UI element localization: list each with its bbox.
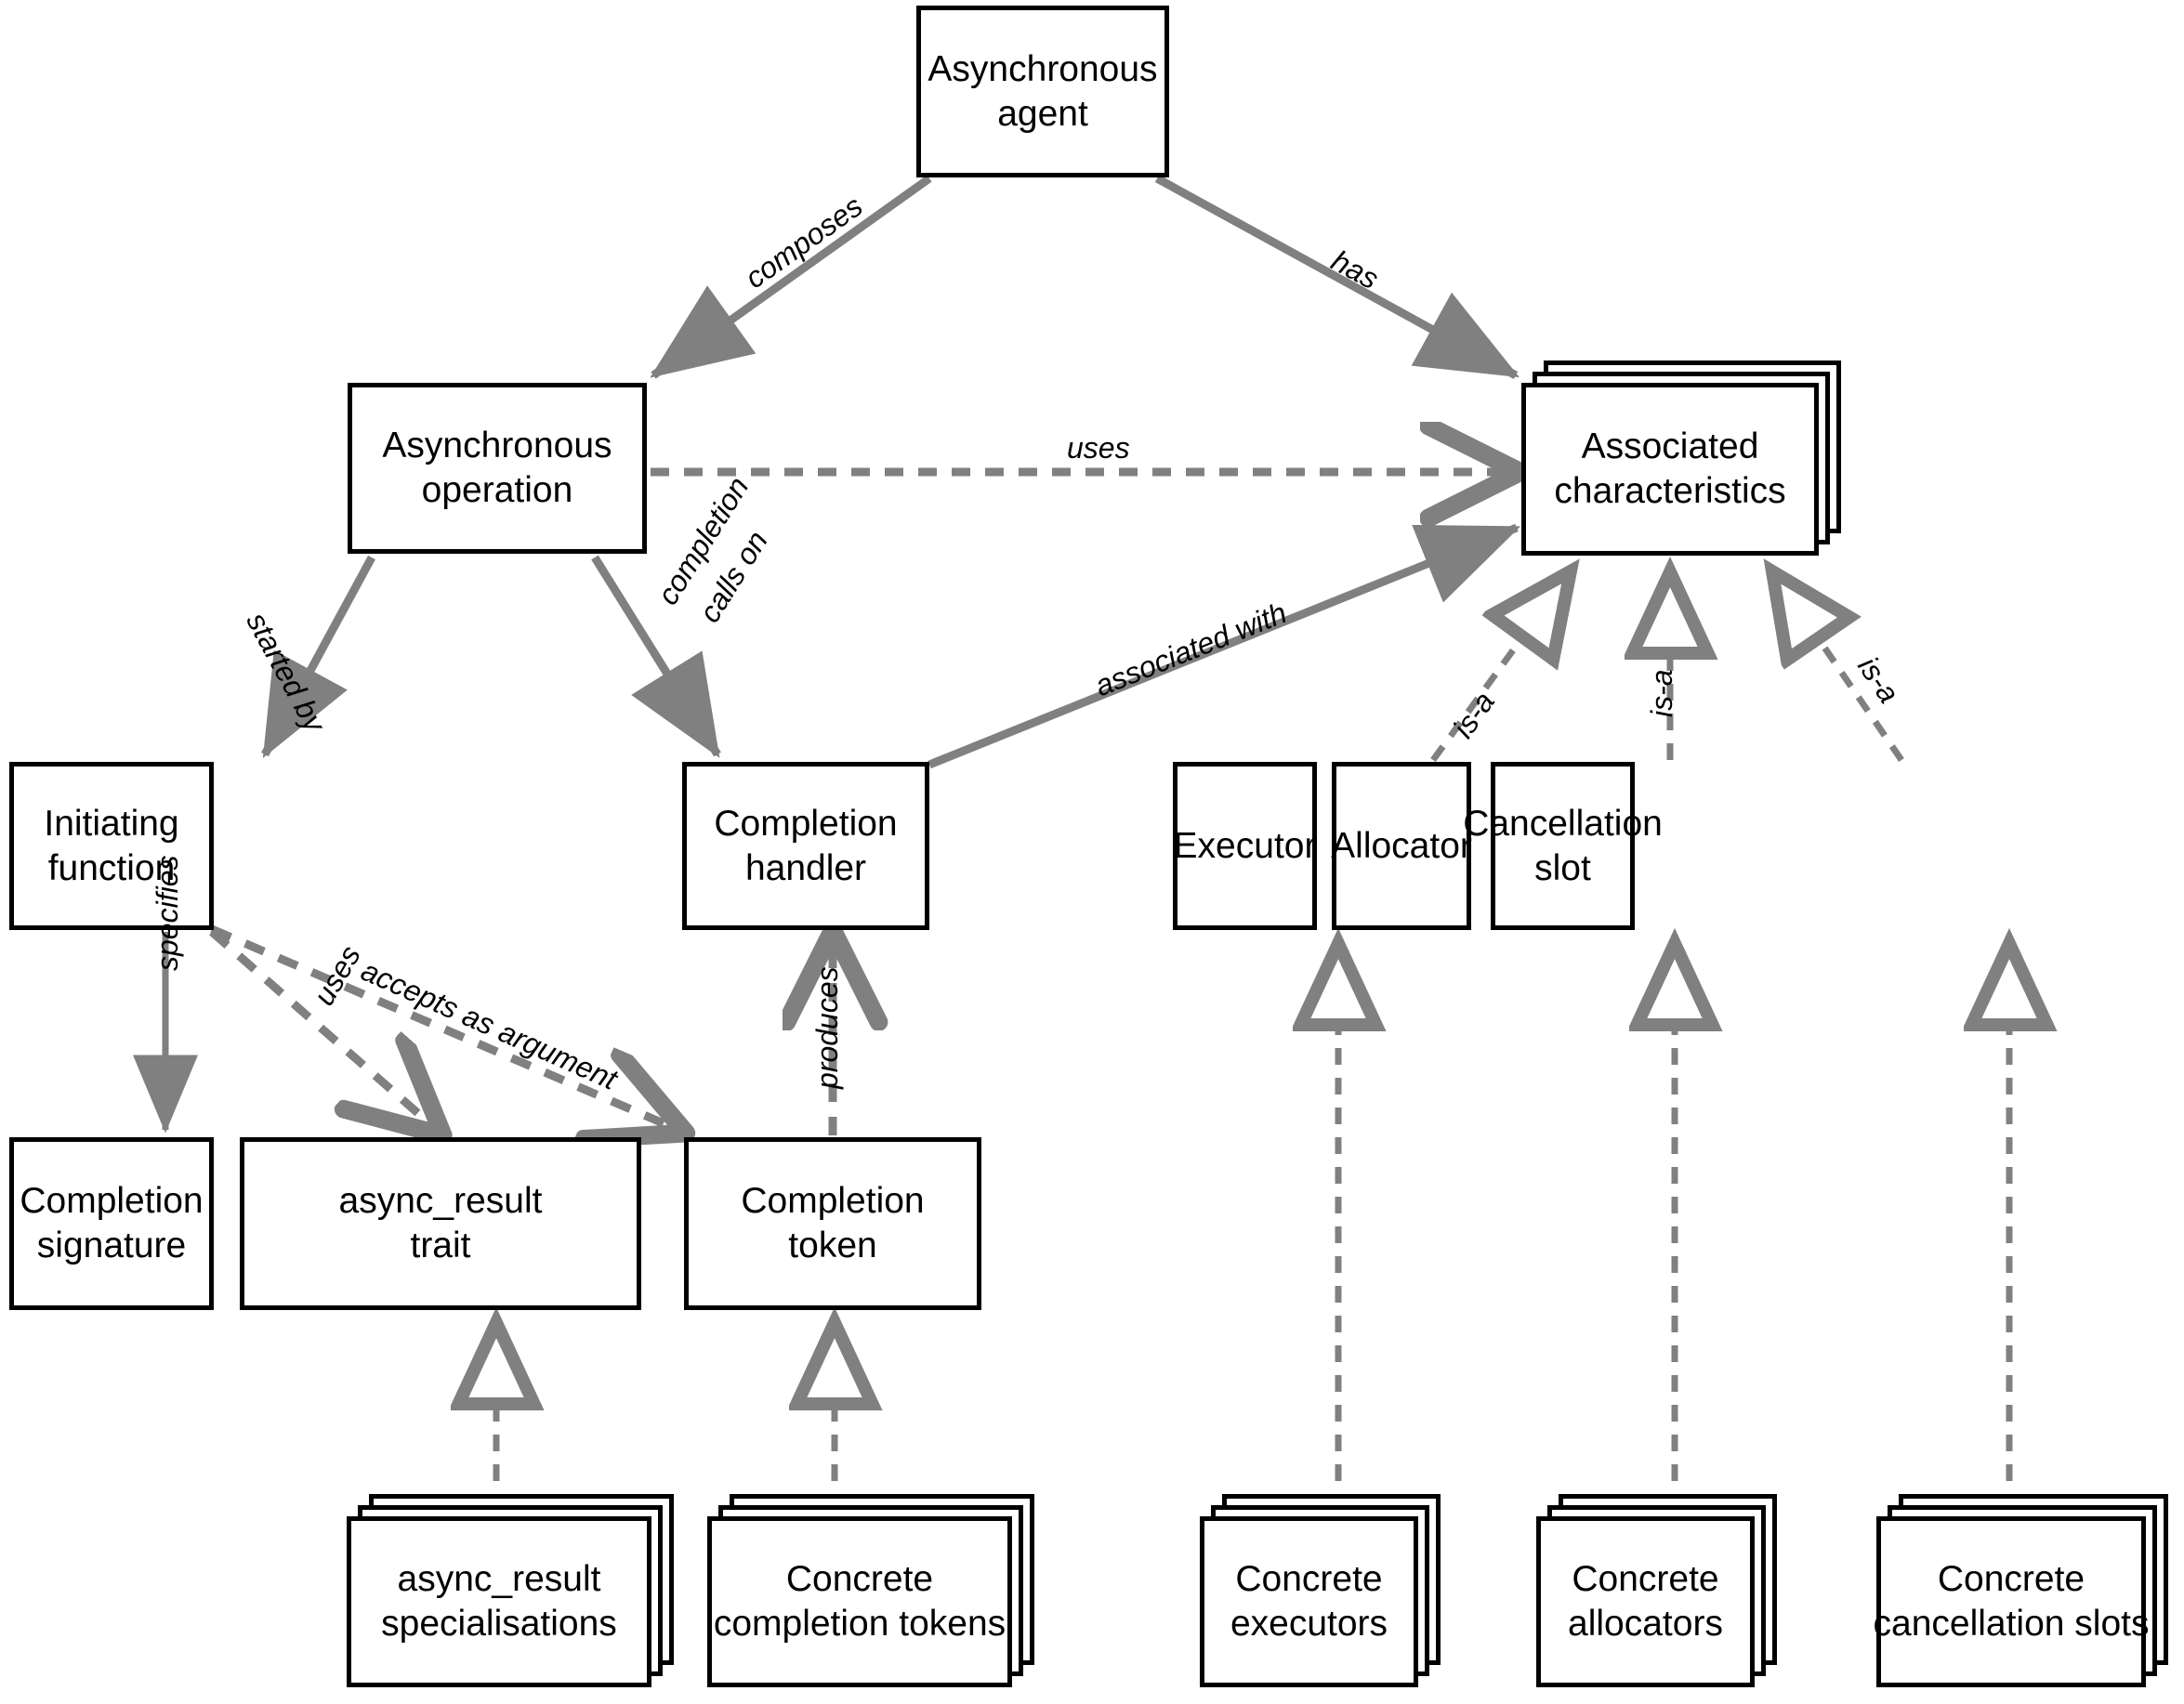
node-label-line: Concrete: [1235, 1559, 1383, 1600]
node-label-line: async_result: [397, 1559, 601, 1600]
node-label-line: Concrete: [1572, 1559, 1719, 1600]
node-allocator[interactable]: Allocator: [1331, 762, 1472, 930]
edge-accepts-as-argument: [210, 924, 678, 1130]
node-label-line: trait: [410, 1226, 471, 1265]
node-label-line: Initiating: [44, 803, 179, 844]
node-label-line: Allocator: [1331, 825, 1472, 866]
node-label-line: Completion: [714, 803, 898, 844]
node-label-line: function: [47, 847, 176, 888]
node-label-line: operation: [421, 470, 573, 510]
node-label-line: agent: [997, 93, 1088, 134]
node-label-line: Cancellation: [1463, 803, 1663, 844]
edge-composes: [650, 175, 932, 379]
node-concrete-executors[interactable]: Concrete executors: [1200, 1516, 1418, 1687]
node-concrete-allocators[interactable]: Concrete allocators: [1536, 1516, 1755, 1687]
node-associated-characteristics[interactable]: Associated characteristics: [1521, 383, 1819, 556]
node-completion-token[interactable]: Completion token: [684, 1137, 981, 1310]
node-label-line: Associated: [1581, 426, 1759, 467]
edge-uses-async-result: [209, 928, 437, 1130]
node-asynchronous-agent[interactable]: Asynchronous agent: [916, 6, 1169, 177]
node-label-line: Concrete: [1937, 1559, 2085, 1600]
edge-has: [1154, 175, 1520, 379]
node-label-line: executors: [1230, 1604, 1388, 1644]
node-concrete-cancellation-slots[interactable]: Concrete cancellation slots: [1874, 1516, 2150, 1687]
edge-label-produces: produces: [810, 966, 844, 1089]
node-completion-signature[interactable]: Completion signature: [9, 1137, 214, 1310]
node-label-line: Executor: [1173, 825, 1317, 866]
edge-is-a-executor: [1430, 569, 1572, 763]
node-label-line: signature: [36, 1226, 187, 1265]
node-label-line: slot: [1534, 847, 1591, 888]
node-label-line: async_result: [338, 1181, 543, 1222]
node-completion-handler[interactable]: Completion handler: [682, 762, 929, 930]
node-concrete-completion-tokens[interactable]: Concrete completion tokens: [707, 1516, 1012, 1687]
node-label-line: token: [788, 1226, 877, 1265]
node-label-line: allocators: [1568, 1604, 1723, 1644]
node-label-line: completion tokens: [713, 1604, 1006, 1644]
node-label-line: Concrete: [785, 1559, 934, 1600]
node-asynchronous-operation[interactable]: Asynchronous operation: [348, 383, 647, 554]
node-async-result-specialisations[interactable]: async_result specialisations: [347, 1516, 651, 1687]
node-initiating-function[interactable]: Initiating function: [9, 762, 214, 930]
node-label-line: Completion: [741, 1181, 925, 1222]
node-label-line: specialisations: [381, 1604, 617, 1644]
edge-label-uses-top: uses: [1067, 431, 1130, 465]
node-label-line: Completion: [20, 1181, 204, 1222]
node-label-line: Asynchronous: [928, 48, 1158, 89]
edge-started-by: [261, 555, 375, 758]
node-executor[interactable]: Executor: [1173, 762, 1317, 930]
edge-associated-with: [928, 523, 1521, 769]
node-async-result-trait[interactable]: async_result trait: [240, 1137, 641, 1310]
edge-label-is-a-allocator: is-a: [1645, 669, 1678, 717]
edge-is-a-cancellation-slot: [1770, 569, 1904, 762]
node-label-line: Asynchronous: [382, 426, 612, 466]
node-cancellation-slot[interactable]: Cancellation slot: [1463, 762, 1663, 930]
node-label-line: handler: [744, 847, 867, 888]
edge-calls-on-completion: [591, 555, 721, 758]
edge-label-specifies: specifies: [151, 855, 184, 972]
node-label-line: cancellation slots: [1873, 1604, 2150, 1644]
node-label-line: characteristics: [1554, 471, 1786, 511]
